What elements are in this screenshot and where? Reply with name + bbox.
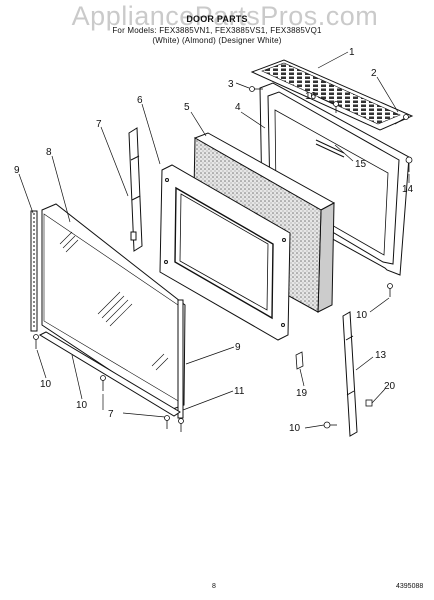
callout-7-lower: 13 — [375, 350, 387, 361]
callout-8: 8 — [46, 147, 52, 158]
part-screw-2 — [394, 114, 409, 125]
part-number: 4395088 — [396, 583, 424, 590]
callout-6: 6 — [137, 95, 143, 106]
callout-14: 14 — [402, 184, 414, 195]
callout-10-right: 10 — [356, 310, 368, 321]
callout-9-upper: 9 — [14, 165, 20, 176]
callout-2: 2 — [371, 68, 377, 79]
callout-13: 19 — [296, 388, 308, 399]
callout-10-lower: 11 — [234, 386, 245, 397]
part-vent-trim — [250, 59, 414, 131]
callout-16: 16 — [305, 91, 317, 102]
callout-1: 1 — [349, 47, 355, 58]
callout-15: 15 — [355, 159, 367, 170]
part-inner-door-panel — [159, 164, 291, 341]
callout-10-bottom: 7 — [108, 409, 114, 420]
page-number: 8 — [212, 583, 216, 590]
callout-4: 4 — [235, 102, 241, 113]
color-list: (White) (Almond) (Designer White) — [152, 36, 282, 45]
part-side-channel-upper — [128, 127, 143, 252]
part-screw-14 — [405, 156, 413, 172]
part-clip-13 — [295, 351, 304, 370]
callout-20: 10 — [289, 423, 301, 434]
part-screws-10 — [33, 283, 393, 432]
part-outer-glass — [41, 203, 186, 411]
part-bottom-trim — [38, 331, 181, 417]
model-list: For Models: FEX3885VN1, FEX3885VS1, FEX3… — [112, 26, 322, 35]
callout-7-upper: 7 — [96, 119, 102, 130]
leader-lines — [18, 51, 410, 429]
diagram-title: DOOR PARTS — [186, 14, 248, 24]
part-screw-20 — [323, 421, 337, 429]
callout-19: 20 — [384, 381, 396, 392]
callout-labels: 1 2 3 4 5 6 7 8 9 16 15 14 10 9 10 11 10… — [14, 47, 414, 434]
part-screw-16 — [333, 101, 339, 113]
part-gasket-rod-right — [177, 299, 184, 419]
part-gasket-rod-left — [30, 210, 38, 332]
callout-11: 10 — [76, 400, 88, 411]
part-bumper-19 — [365, 399, 373, 407]
part-screw-3 — [249, 86, 263, 92]
callout-9-lower: 9 — [235, 342, 241, 353]
callout-3: 3 — [228, 79, 234, 90]
callout-10-left: 10 — [40, 379, 52, 390]
callout-5: 5 — [184, 102, 190, 113]
part-side-channel-lower — [342, 311, 358, 437]
watermark: AppliancePartsPros.com — [71, 1, 379, 31]
